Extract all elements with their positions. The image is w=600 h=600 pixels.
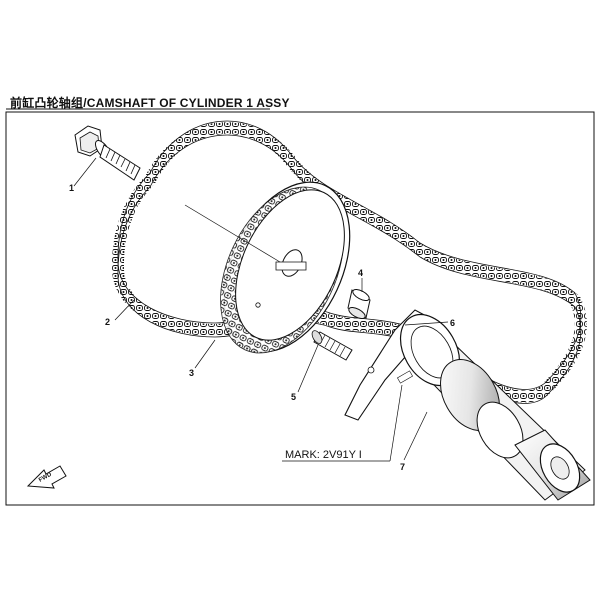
callout-2: 2 — [105, 317, 110, 327]
stud-bolt — [311, 330, 353, 361]
mark-label: MARK: 2V91Y I — [285, 449, 362, 461]
dowel-pin — [347, 288, 371, 320]
callout-3: 3 — [189, 368, 194, 378]
callout-5: 5 — [291, 392, 296, 402]
camshaft — [397, 314, 591, 501]
callout-1: 1 — [69, 183, 74, 193]
leader-lines — [73, 157, 449, 462]
flange-bolt — [74, 125, 141, 181]
diagram-title: 前缸凸轮轴组/CAMSHAFT OF CYLINDER 1 ASSY — [10, 96, 290, 110]
timing-chain — [111, 120, 587, 404]
fwd-arrow-icon: FWD — [26, 465, 67, 489]
callout-6: 6 — [450, 318, 455, 328]
callout-4: 4 — [358, 268, 363, 278]
cam-sprocket — [220, 181, 351, 354]
callout-7: 7 — [400, 462, 405, 472]
drawing-border — [5, 111, 595, 506]
